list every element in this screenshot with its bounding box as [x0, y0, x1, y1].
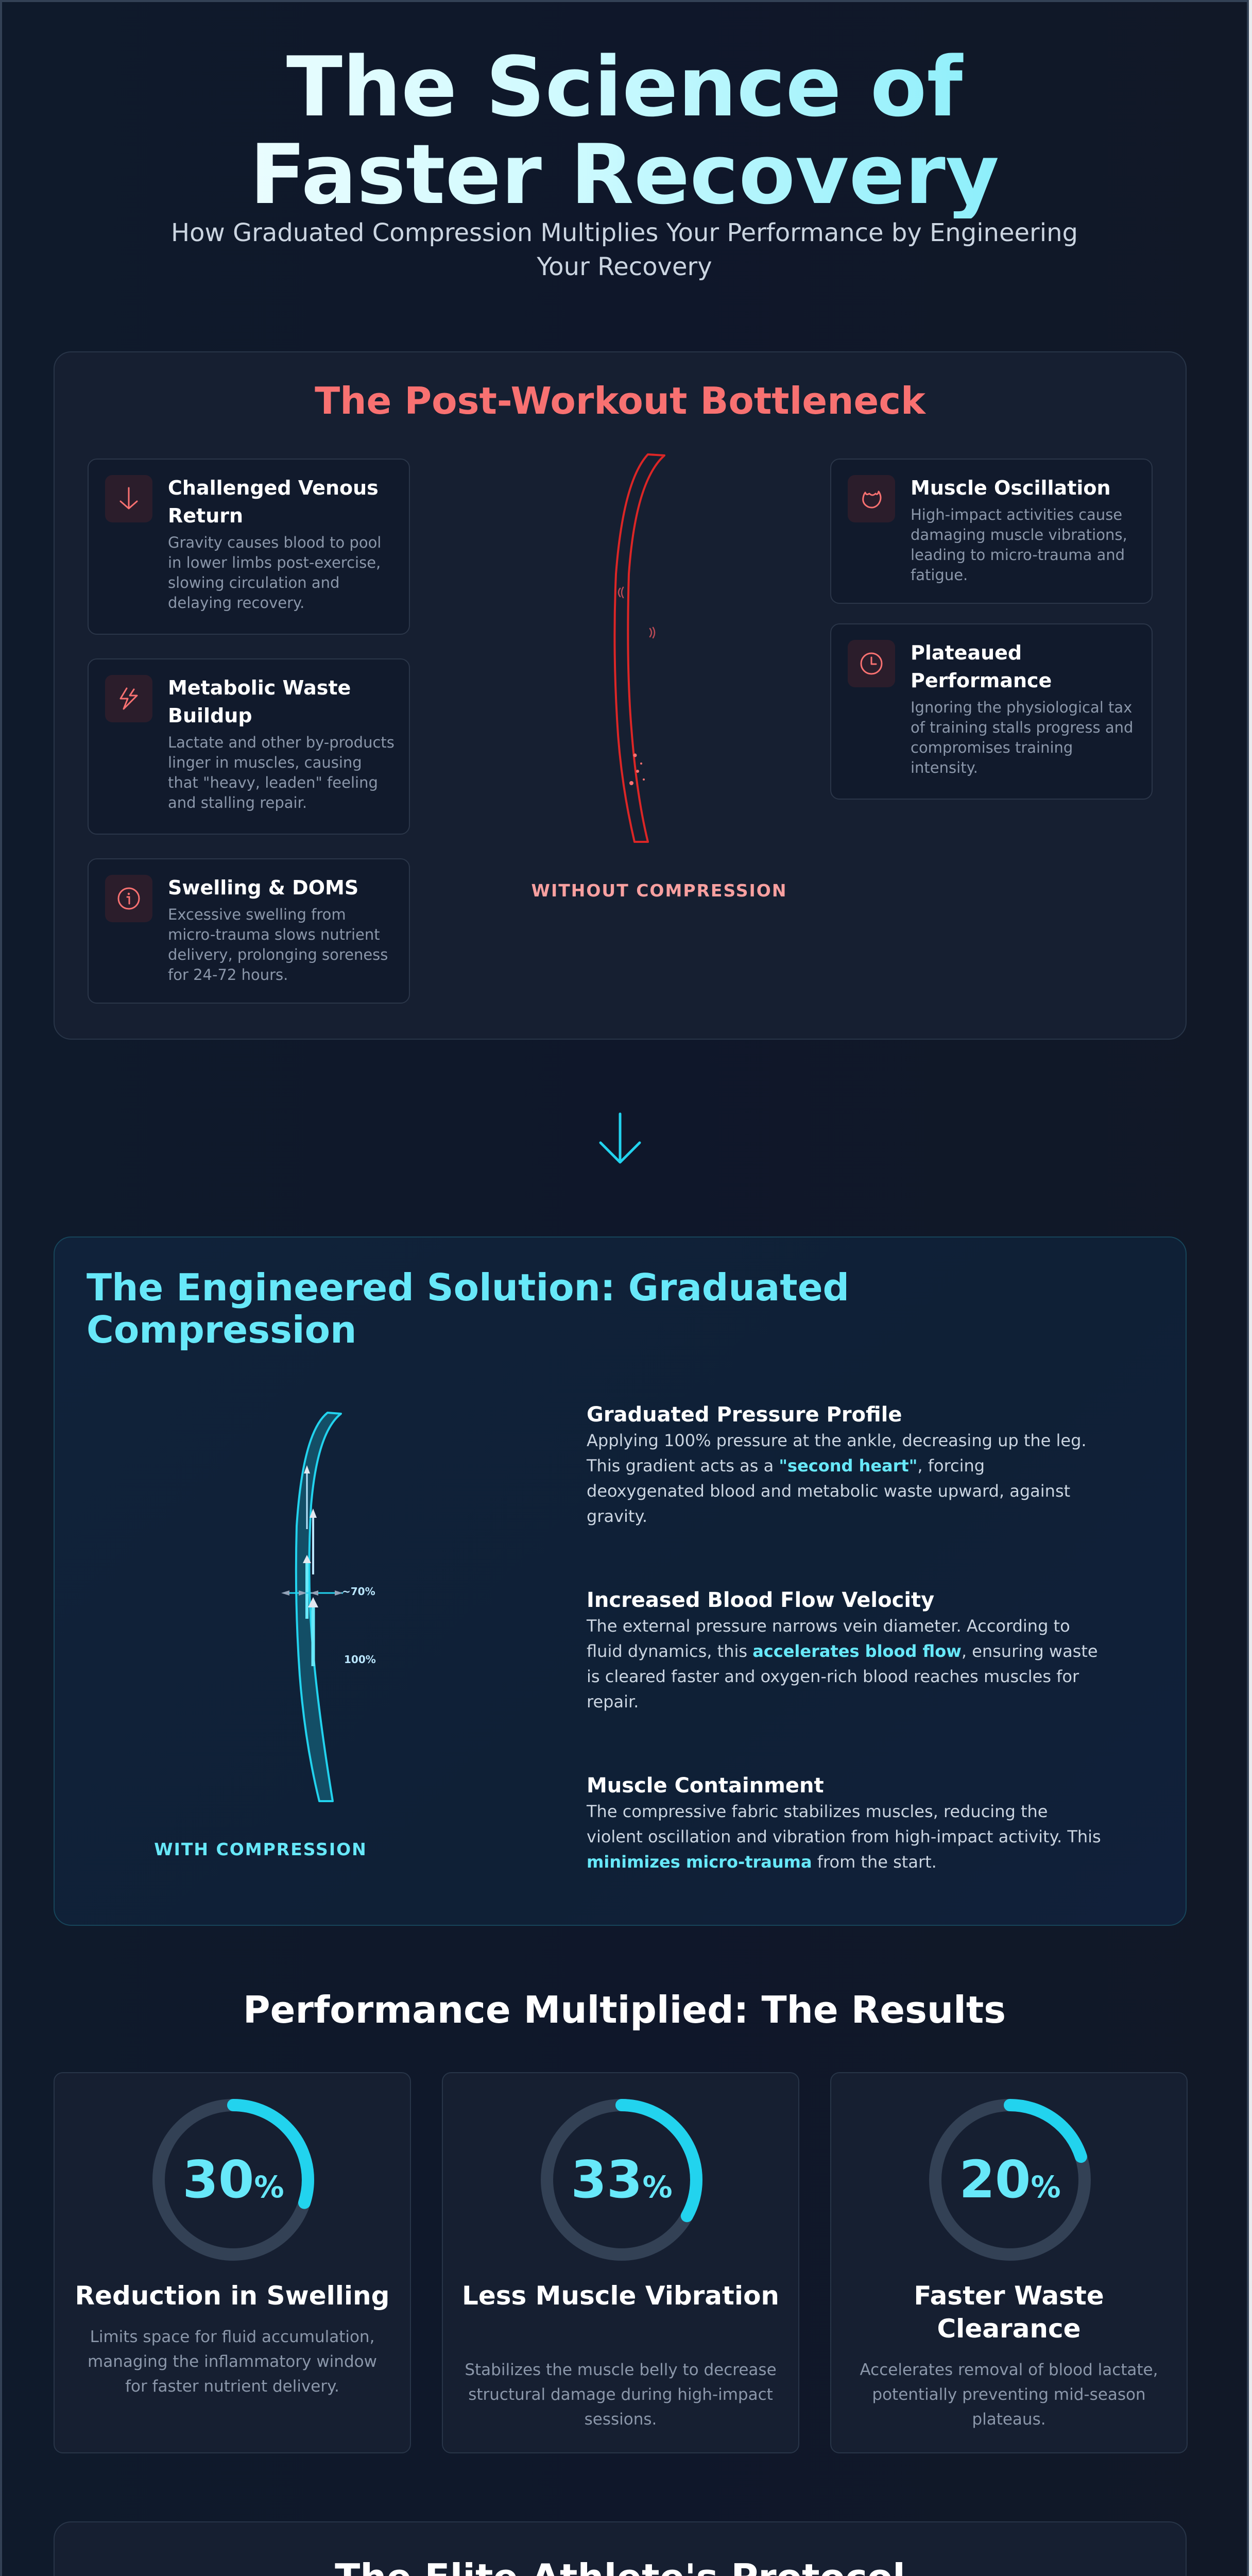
solution-title: The Engineered Solution: Graduated Compr…: [87, 1266, 850, 1351]
solution-item-blood-flow: Increased Blood Flow Velocity The extern…: [587, 1587, 1102, 1715]
problem-card-muscle-oscillation: Muscle Oscillation High-impact activitie…: [830, 459, 1153, 604]
info-icon: [105, 875, 152, 922]
problem-title: Challenged Venous Return: [168, 477, 379, 527]
result-value: 33%: [571, 2149, 673, 2210]
problem-title: Metabolic Waste Buildup: [168, 676, 351, 727]
highlight: minimizes micro-trauma: [587, 1852, 812, 1872]
result-card-swelling: 30% Reduction in Swelling Limits space f…: [54, 2072, 411, 2453]
result-value: 30%: [182, 2149, 284, 2210]
result-title: Reduction in Swelling: [75, 2281, 390, 2311]
diagram-label-without: WITHOUT COMPRESSION: [531, 880, 787, 901]
problem-title: Muscle Oscillation: [911, 477, 1111, 499]
protocol-title: The Elite Athlete's Protocol: [55, 2556, 1186, 2576]
solution-item-muscle-containment: Muscle Containment The compressive fabri…: [587, 1772, 1102, 1875]
result-title: Less Muscle Vibration: [461, 2281, 780, 2311]
solution-section: The Engineered Solution: Graduated Compr…: [54, 1236, 1187, 1926]
diagram-label-with: WITH COMPRESSION: [154, 1839, 367, 1859]
solution-item-desc: The compressive fabric stabilizes muscle…: [587, 1802, 1101, 1872]
solution-item-desc: Applying 100% pressure at the ankle, dec…: [587, 1431, 1087, 1526]
progress-ring: 20%: [925, 2095, 1095, 2265]
result-card-waste-clearance: 20% Faster Waste Clearance Accelerates r…: [830, 2072, 1188, 2453]
result-card-vibration: 33% Less Muscle Vibration Stabilizes the…: [442, 2072, 799, 2453]
result-value: 20%: [959, 2149, 1061, 2210]
bottleneck-title: The Post-Workout Bottleneck: [315, 379, 925, 422]
result-desc: Stabilizes the muscle belly to decrease …: [465, 2361, 777, 2429]
progress-ring: 33%: [537, 2095, 707, 2265]
problem-title: Plateaued Performance: [911, 641, 1052, 692]
solution-item-desc: The external pressure narrows vein diame…: [587, 1616, 1098, 1711]
page-title: The Science of Faster Recovery: [2, 43, 1247, 218]
arrow-down-icon: [599, 1112, 641, 1164]
problem-desc: High-impact activities cause damaging mu…: [911, 506, 1127, 584]
result-desc: Accelerates removal of blood lactate, po…: [860, 2361, 1158, 2429]
problem-card-metabolic-waste: Metabolic Waste Buildup Lactate and othe…: [88, 658, 410, 835]
highlight: "second heart": [779, 1456, 918, 1476]
leg-diagram-with-compression: ~70% 100%: [281, 1412, 376, 1802]
problem-desc: Lactate and other by-products linger in …: [168, 734, 395, 811]
solution-item-title: Muscle Containment: [587, 1774, 824, 1798]
progress-ring: 30%: [148, 2095, 318, 2265]
clock-icon: [848, 640, 895, 687]
solution-item-title: Graduated Pressure Profile: [587, 1403, 902, 1427]
pressure-label-ankle: 100%: [344, 1653, 376, 1666]
solution-item-title: Increased Blood Flow Velocity: [587, 1588, 935, 1612]
problem-card-venous-return: Challenged Venous Return Gravity causes …: [88, 459, 410, 635]
muscle-icon: [848, 475, 895, 522]
problem-card-swelling-doms: Swelling & DOMS Excessive swelling from …: [88, 858, 410, 1004]
solution-item-pressure-profile: Graduated Pressure Profile Applying 100%…: [587, 1401, 1102, 1529]
lightning-icon: [105, 675, 152, 722]
page-subtitle: How Graduated Compression Multiplies You…: [171, 218, 1078, 281]
result-title: Faster Waste Clearance: [914, 2281, 1104, 2344]
problem-desc: Excessive swelling from micro-trauma slo…: [168, 906, 388, 984]
bottleneck-section: The Post-Workout Bottleneck Challenged V…: [54, 351, 1187, 1040]
problem-card-plateaued-performance: Plateaued Performance Ignoring the physi…: [830, 623, 1153, 800]
leg-diagram-without-compression: [613, 453, 665, 843]
arrow-down-icon: [105, 475, 152, 522]
protocol-section: The Elite Athlete's Protocol Active Reco…: [54, 2521, 1187, 2576]
pressure-label-mid: ~70%: [342, 1585, 375, 1598]
result-desc: Limits space for fluid accumulation, man…: [88, 2328, 377, 2396]
highlight: accelerates blood flow: [752, 1641, 962, 1661]
problem-desc: Ignoring the physiological tax of traini…: [911, 699, 1134, 776]
problem-title: Swelling & DOMS: [168, 876, 359, 899]
results-title: Performance Multiplied: The Results: [243, 1988, 1006, 2031]
problem-desc: Gravity causes blood to pool in lower li…: [168, 534, 382, 612]
